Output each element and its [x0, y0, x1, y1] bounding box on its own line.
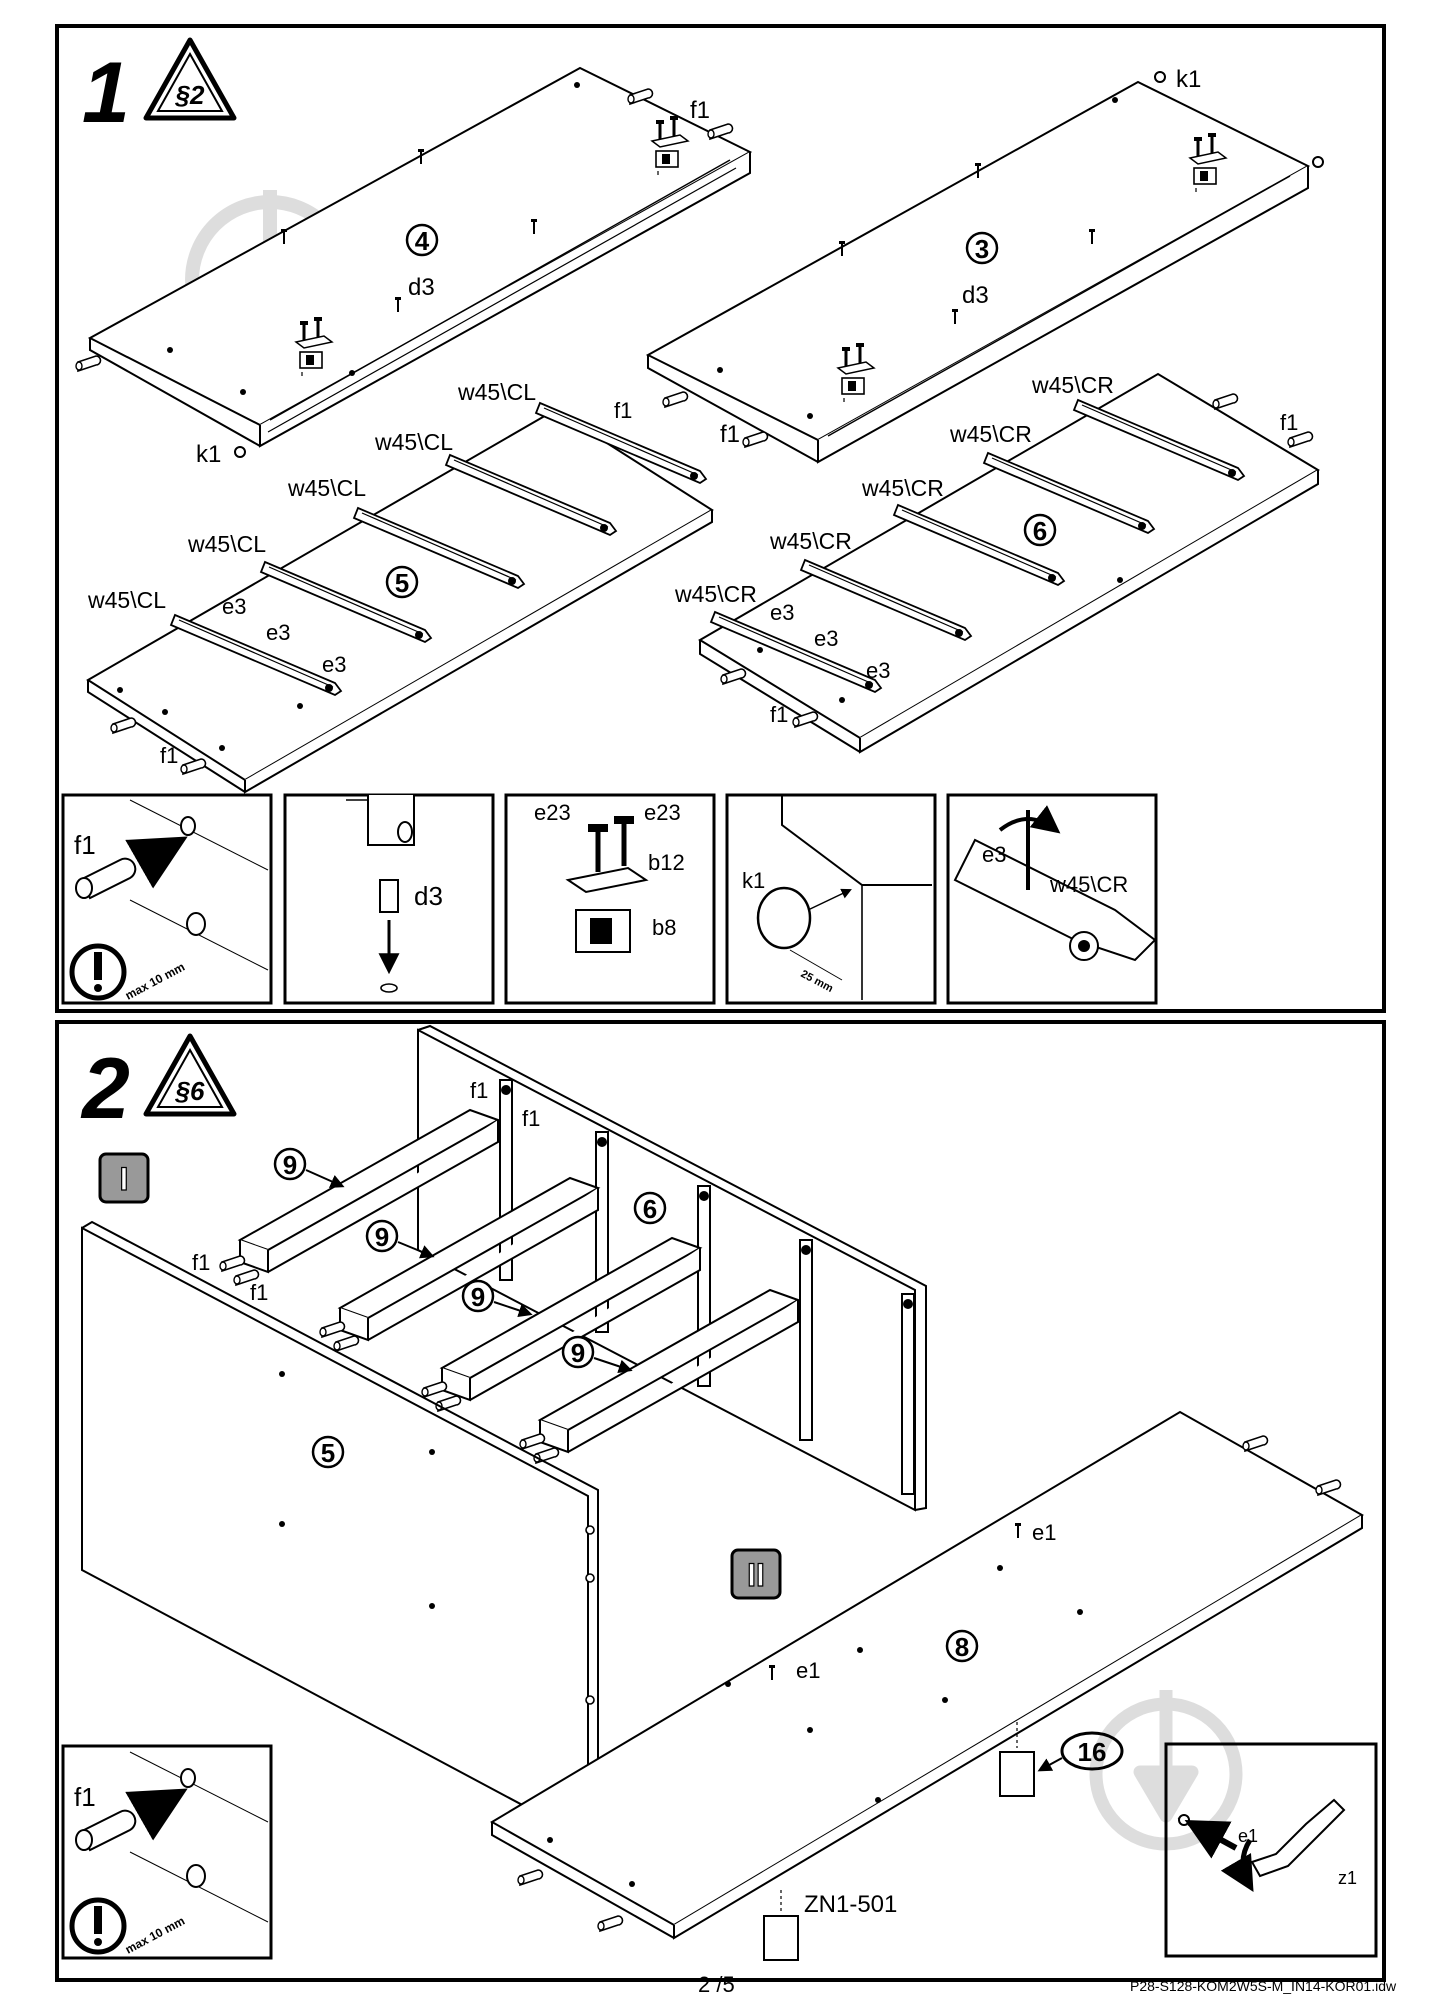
part-6-label: 6: [1033, 516, 1047, 546]
f1-label-9: f1: [192, 1250, 210, 1275]
k1-label: k1: [196, 441, 221, 468]
e3-label-6: e3: [866, 658, 890, 683]
e1-label-2: e1: [796, 1658, 820, 1683]
part-5-label: 5: [395, 568, 409, 598]
inset-f1-label: f1: [74, 830, 96, 860]
panel-6: 6 w45\CR w45\CR w45\CR w45\CR w45\CR e3 …: [674, 372, 1320, 754]
bottom-panel-8: 8 e1 e1: [490, 1410, 1364, 1940]
panel-5: 5 w45\CL w45\CL w45\CL w45\CL w45\CL e3 …: [86, 379, 714, 794]
stage-2-marker: II: [730, 1548, 782, 1600]
e3-label-2: e3: [266, 620, 290, 645]
f1-label-7: f1: [470, 1078, 488, 1103]
stage-2-label: II: [747, 1557, 765, 1593]
e3-label-3: e3: [322, 652, 346, 677]
inset-e1-label: e1: [1238, 1826, 1258, 1846]
part-3-label: 3: [975, 234, 989, 264]
f1-label: f1: [690, 97, 710, 124]
foot-zn1-501: ZN1-501: [763, 1890, 897, 1961]
inset-hinge: e23 e23 b12 b8: [504, 793, 716, 1005]
inset-f1-dowel: f1 max 10 mm: [61, 793, 273, 1005]
d3-label-2: d3: [962, 282, 989, 309]
f1-label-3: f1: [614, 398, 632, 423]
inset-w45cr-label: w45\CR: [1049, 872, 1128, 897]
w45cr-label-4: w45\CR: [949, 421, 1032, 447]
w45cl-label-5: w45\CL: [457, 379, 536, 405]
file-reference: P28-S128-KOM2W5S-M_IN14-KOR01.idw: [1130, 1978, 1397, 1994]
inset-d3-label: d3: [414, 881, 443, 911]
step2-warning-icon: §6: [143, 1033, 237, 1117]
part-5-label-2: 5: [321, 1438, 335, 1468]
step1-frame: [55, 24, 1386, 1013]
e3-label-1: e3: [222, 594, 246, 619]
part-4-label: 4: [415, 226, 430, 256]
e3-label-4: e3: [770, 600, 794, 625]
inset-e23-label-1: e23: [534, 800, 571, 825]
e3-label-5: e3: [814, 626, 838, 651]
part-9-label-1: 9: [283, 1150, 297, 1180]
step1-warning-icon: §2: [143, 37, 237, 121]
inset-f1-dowel-2: f1 max 10 mm: [61, 1744, 273, 1960]
inset-f1-label-2: f1: [74, 1782, 96, 1812]
step2-badge: §6: [175, 1076, 205, 1106]
panel-3: 3 d3 k1 f1: [645, 66, 1324, 464]
w45cr-label-2: w45\CR: [769, 528, 852, 554]
stage-1-marker: I: [98, 1152, 150, 1204]
step2-number: 2: [80, 1041, 130, 1137]
inset-b12-label: b12: [648, 850, 685, 875]
zn1-501-label: ZN1-501: [804, 1891, 897, 1918]
inset-d3-pin: d3: [283, 793, 495, 1005]
w45cl-label-1: w45\CL: [87, 587, 166, 613]
f1-label-8: f1: [522, 1106, 540, 1131]
f1-label-2: f1: [720, 421, 740, 448]
f1-label-10: f1: [250, 1280, 268, 1305]
part-9-label-4: 9: [571, 1338, 585, 1368]
part-9-label-2: 9: [375, 1222, 389, 1252]
d3-label: d3: [408, 274, 435, 301]
k1-label-2: k1: [1176, 66, 1201, 93]
part-8-label: 8: [955, 1632, 969, 1662]
w45cr-label-5: w45\CR: [1031, 372, 1114, 398]
inset-e3-label: e3: [982, 842, 1006, 867]
w45cr-label-3: w45\CR: [861, 475, 944, 501]
inset-b8-label: b8: [652, 915, 676, 940]
w45cr-label-1: w45\CR: [674, 581, 757, 607]
step2-frame: [55, 1020, 1386, 1982]
f1-label-6: f1: [1280, 410, 1298, 435]
part-6-label-2: 6: [643, 1194, 657, 1224]
f1-label-5: f1: [770, 702, 788, 727]
inset-k1-glide: k1 25 mm: [725, 793, 937, 1005]
panel-4: 4 d3 f1 k1: [75, 66, 753, 468]
w45cl-label-2: w45\CL: [187, 531, 266, 557]
inset-e3-rail-screw: e3 w45\CR: [946, 793, 1158, 1005]
step1-number: 1: [82, 45, 130, 141]
foot-16: 16: [999, 1722, 1124, 1797]
inset-e1-wrench: e1 z1: [1164, 1742, 1378, 1958]
w45cl-label-3: w45\CL: [287, 475, 366, 501]
part-16-label: 16: [1078, 1737, 1107, 1767]
page-number: 2 /5: [698, 1972, 735, 1997]
part-9-label-3: 9: [471, 1282, 485, 1312]
inset-k1-label: k1: [742, 868, 765, 893]
stage-1-label: I: [120, 1161, 129, 1197]
inset-z1-label: z1: [1338, 1868, 1357, 1888]
e1-label-1: e1: [1032, 1520, 1056, 1545]
rail-9-set: 9 9 9 9 f1 f1: [192, 1108, 801, 1464]
f1-label-4: f1: [160, 743, 178, 768]
w45cl-label-4: w45\CL: [374, 429, 453, 455]
inset-e23-label-2: e23: [644, 800, 681, 825]
step1-badge: §2: [175, 80, 205, 110]
